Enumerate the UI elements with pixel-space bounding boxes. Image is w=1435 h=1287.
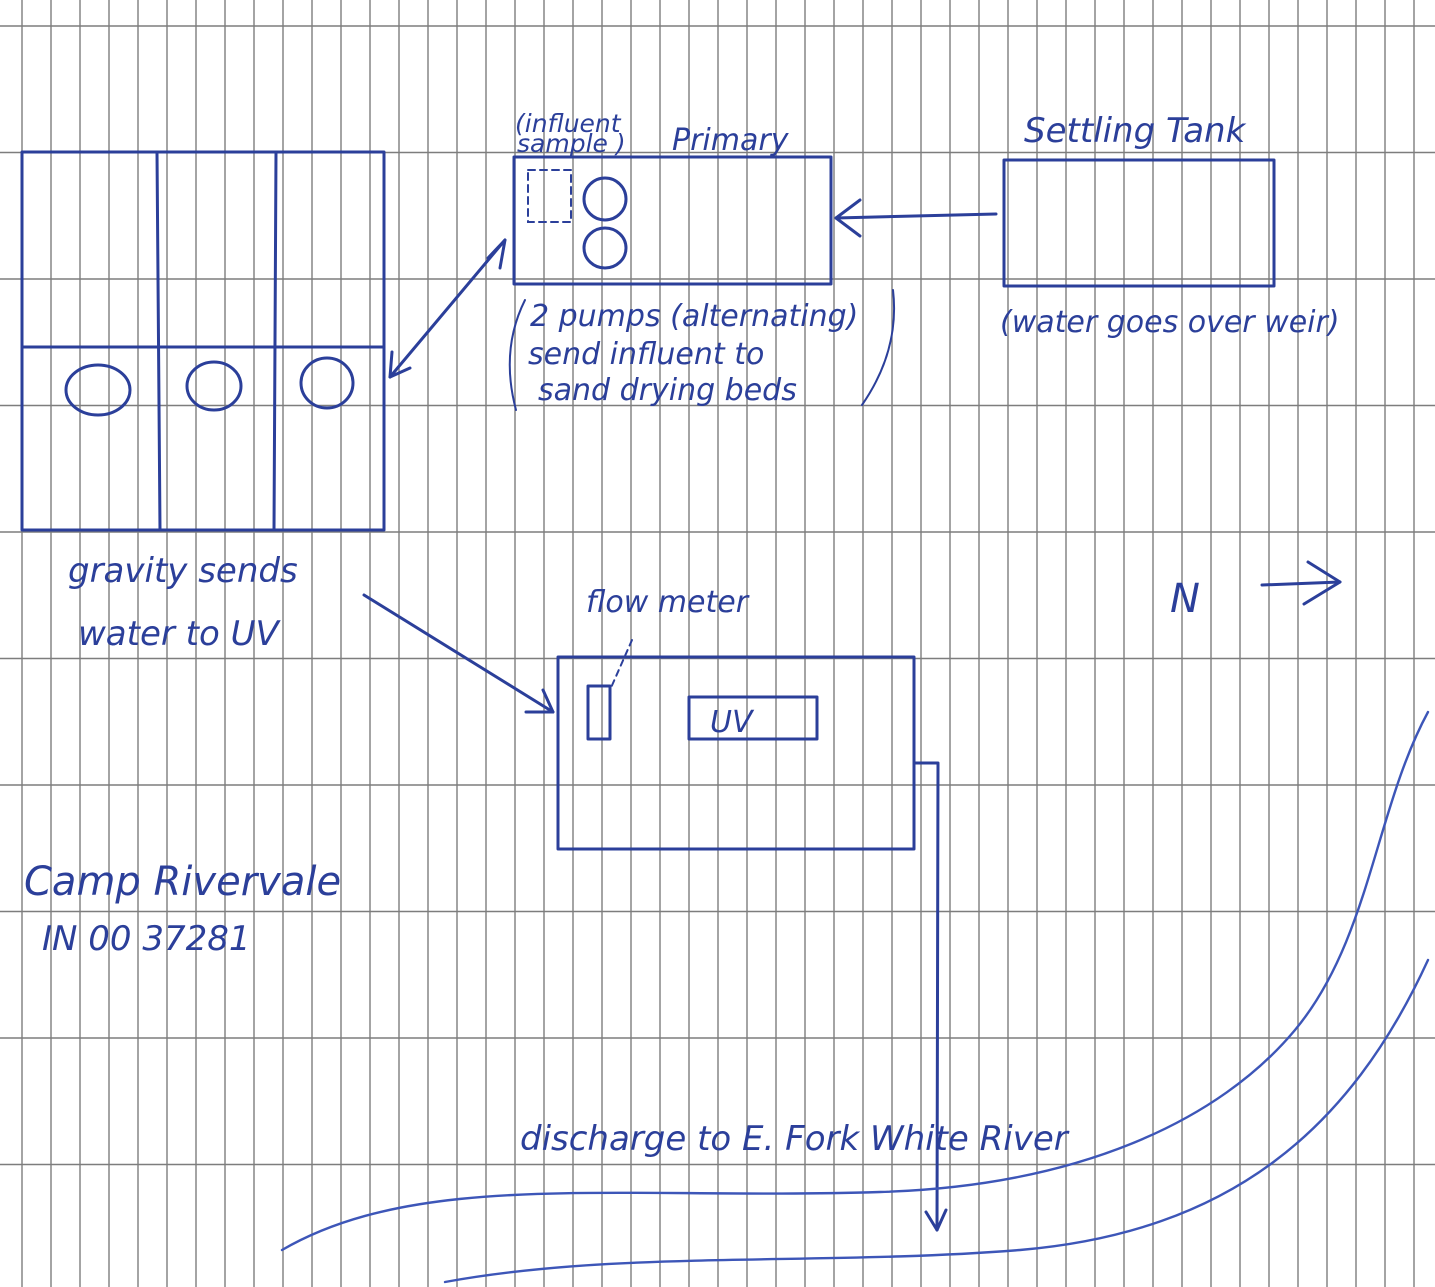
pump-2 [582,226,628,270]
pumps-note-open-paren [508,299,526,411]
camp-name-label: Camp Rivervale [24,859,341,905]
influent-sample-box [527,169,572,223]
uv-unit-box [687,695,819,741]
influent-sample-label: (influent [515,109,622,138]
uv-building [556,639,916,851]
pump-1 [582,176,628,222]
settling-tank [1002,158,1276,288]
pumps-note-line-2: send influent to [528,337,764,372]
influent-sample-label-2: sample ) [517,129,626,158]
flow-meter-label: flow meter [586,585,750,620]
drying-bed-drain-1 [64,363,132,417]
diagram-labels: (influent sample ) Primary Settling Tank… [24,109,1340,1159]
weir-note: (water goes over weir) [1000,305,1340,340]
pumps-note-close-paren [861,289,896,406]
primary-to-drying-beds-arrow [388,238,507,379]
gravity-note-line-1: gravity sends [68,551,298,591]
settling-tank-label: Settling Tank [1024,111,1247,151]
gravity-note-line-2: water to UV [78,614,282,654]
uv-label: UV [710,705,755,740]
pumps-note-line-1: 2 pumps (alternating) [530,299,858,334]
river-bank-north [280,710,1430,1252]
discharge-label: discharge to E. Fork White River [520,1119,1070,1159]
river-bank-south [443,958,1430,1284]
pumps-note-line-3: sand drying beds [538,373,797,408]
white-river [280,710,1430,1284]
drying-bed-drain-2 [185,360,243,412]
north-label: N [1170,576,1200,622]
primary-tank [512,155,833,286]
permit-number-label: IN 00 37281 [42,919,251,959]
north-arrow [1260,560,1342,606]
drying-bed-drain-3 [299,356,355,410]
flow-meter-leader [609,639,633,691]
flow-meter-box [586,684,612,741]
settling-to-primary-arrow [834,198,998,238]
sand-drying-beds [20,150,386,532]
discharge-pipe [912,761,948,1232]
primary-label: Primary [672,123,790,158]
gravity-to-uv-arrow [362,593,555,714]
